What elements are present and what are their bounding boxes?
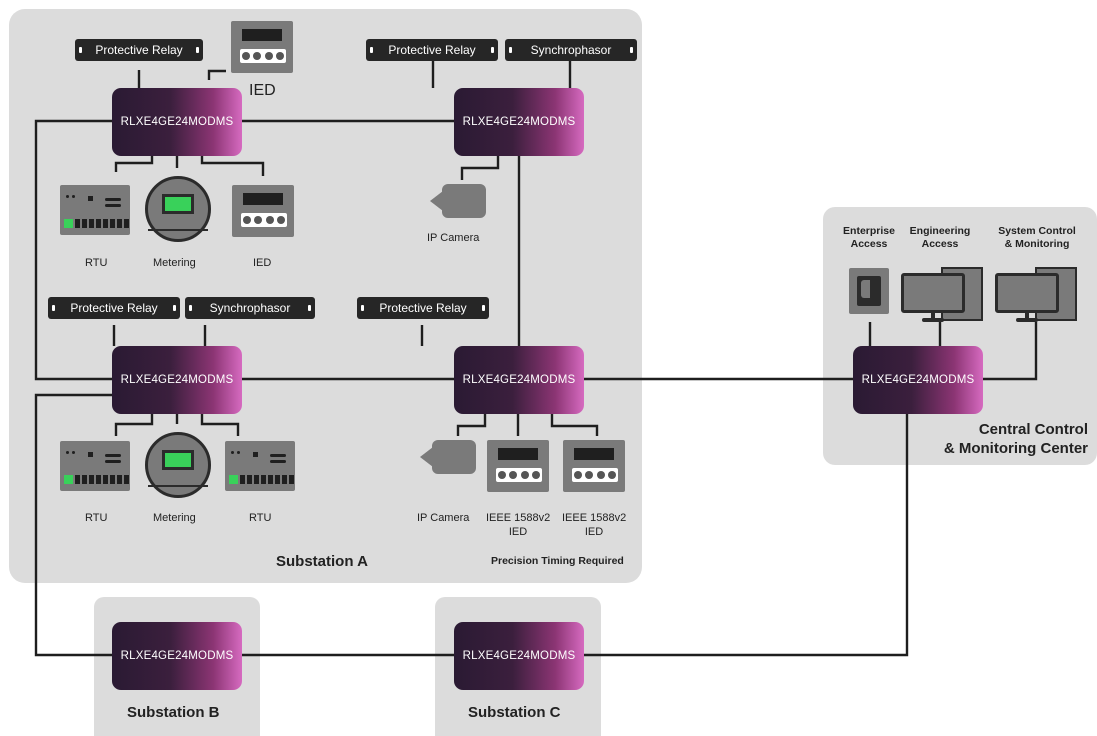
ied-icon: [487, 440, 549, 492]
ip-camera-icon: [420, 440, 476, 474]
switch-a1: RLXE4GE24MODMS: [112, 88, 242, 156]
precision-timing-note: Precision Timing Required: [491, 555, 624, 567]
workstation-icon: [995, 265, 1077, 322]
central-line1: Central Control: [978, 421, 1088, 438]
switch-b: RLXE4GE24MODMS: [112, 622, 242, 690]
ied-label: IED: [249, 82, 276, 99]
ied-label: IED: [253, 257, 272, 269]
ip-camera-label: IP Camera: [427, 232, 480, 244]
meter-icon: [145, 432, 211, 498]
metering-label: Metering: [153, 257, 196, 269]
substation-b-label: Substation B: [127, 704, 220, 721]
ieee-1588-ied-label: IEEE 1588v2 IED: [486, 511, 550, 539]
meter-icon: [145, 176, 211, 242]
ied-icon: [232, 185, 294, 237]
substation-a-label: Substation A: [276, 553, 368, 570]
rtu-label: RTU: [249, 512, 272, 524]
central-line2: & Monitoring Center: [943, 440, 1088, 457]
synchrophasor-2: Synchrophasor: [185, 297, 315, 319]
switch-a3: RLXE4GE24MODMS: [112, 346, 242, 414]
ieee-label-line2: IED: [508, 526, 528, 538]
engineering-line1: Engineering: [909, 225, 971, 237]
ieee-label-line1: IEEE 1588v2: [486, 512, 551, 524]
rtu-icon: [60, 441, 130, 491]
enterprise-line1: Enterprise: [843, 225, 895, 237]
metering-label: Metering: [153, 512, 196, 524]
synchrophasor-1: Synchrophasor: [505, 39, 637, 61]
engineering-access-label: Engineering Access: [906, 225, 974, 251]
substation-c-label: Substation C: [468, 704, 561, 721]
central-control-area: [823, 207, 1097, 465]
switch-central: RLXE4GE24MODMS: [853, 346, 983, 414]
protective-relay-3: Protective Relay: [48, 297, 180, 319]
ieee-1588-ied-label: IEEE 1588v2 IED: [562, 511, 626, 539]
enterprise-line2: Access: [850, 238, 888, 250]
rtu-icon: [225, 441, 295, 491]
enterprise-access-label: Enterprise Access: [838, 225, 900, 251]
rtu-label: RTU: [85, 257, 108, 269]
ieee-label-line2: IED: [584, 526, 604, 538]
system-line1: System Control: [998, 225, 1076, 237]
switch-c: RLXE4GE24MODMS: [454, 622, 584, 690]
engineering-line2: Access: [921, 238, 959, 250]
protective-relay-2: Protective Relay: [366, 39, 498, 61]
rtu-icon: [60, 185, 130, 235]
rtu-label: RTU: [85, 512, 108, 524]
system-line2: & Monitoring: [1004, 238, 1070, 250]
protective-relay-4: Protective Relay: [357, 297, 489, 319]
workstation-icon: [901, 265, 983, 322]
central-control-label: Central Control & Monitoring Center: [918, 420, 1088, 458]
switch-a2: RLXE4GE24MODMS: [454, 88, 584, 156]
card-reader-icon: [849, 268, 889, 314]
ied-icon: [231, 21, 293, 73]
system-control-label: System Control & Monitoring: [994, 225, 1080, 251]
ip-camera-icon: [430, 184, 486, 218]
ip-camera-label: IP Camera: [417, 512, 470, 524]
ied-icon: [563, 440, 625, 492]
switch-a4: RLXE4GE24MODMS: [454, 346, 584, 414]
ieee-label-line1: IEEE 1588v2: [562, 512, 627, 524]
protective-relay-1: Protective Relay: [75, 39, 203, 61]
